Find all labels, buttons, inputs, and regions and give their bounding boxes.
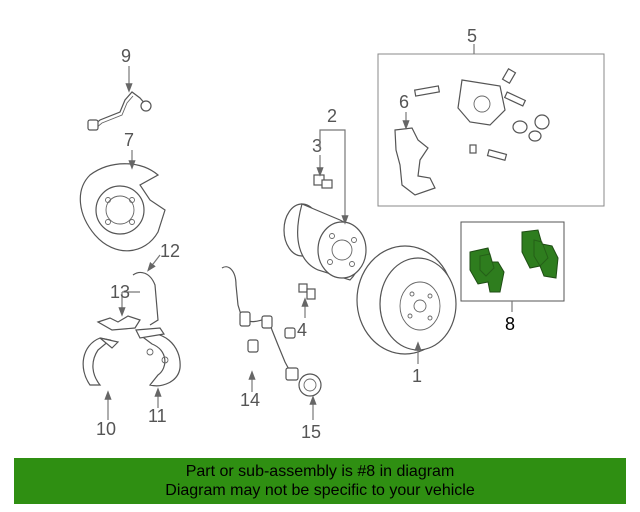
part-5-caliper[interactable] [413, 67, 550, 161]
part-8-brake-pads[interactable] [469, 229, 559, 293]
part-7-backing-plate[interactable] [79, 163, 166, 252]
callout-13: 13 [110, 282, 130, 302]
part-5-group-box [377, 53, 605, 207]
callout-14: 14 [240, 390, 260, 410]
part-15-ring[interactable] [298, 373, 322, 397]
callout-12: 12 [160, 241, 180, 261]
brake-parts-diagram: 9 7 12 13 10 11 [79, 26, 605, 442]
part-12-parking-brake-cable[interactable] [132, 271, 159, 326]
part-14-abs-sensor[interactable] [221, 266, 299, 381]
part-13-strut[interactable] [96, 315, 141, 331]
banner-line-2: Diagram may not be specific to your vehi… [165, 482, 475, 499]
callout-6: 6 [399, 92, 409, 112]
part-9-brake-hose[interactable] [87, 91, 152, 131]
callout-10: 10 [96, 419, 116, 439]
highlight-banner: Part or sub-assembly is #8 in diagram Di… [14, 458, 626, 504]
part-6-caliper-bracket[interactable] [394, 127, 436, 196]
callout-9: 9 [121, 46, 131, 66]
callout-4: 4 [297, 320, 307, 340]
callout-7: 7 [124, 130, 134, 150]
callout-2: 2 [327, 106, 337, 126]
part-2-hub-assembly[interactable] [283, 203, 367, 281]
part-11-brake-shoe-set[interactable] [135, 327, 181, 387]
callout-5: 5 [467, 26, 477, 46]
part-4-bolt[interactable] [298, 283, 316, 300]
part-1-brake-rotor[interactable] [356, 245, 457, 355]
banner-line-1: Part or sub-assembly is #8 in diagram [185, 463, 455, 480]
callout-15: 15 [301, 422, 321, 442]
callout-11: 11 [148, 406, 167, 426]
callout-1: 1 [412, 366, 422, 386]
callout-8: 8 [505, 314, 515, 334]
part-3-hub-bolt[interactable] [313, 174, 333, 189]
callout-3: 3 [312, 136, 322, 156]
part-10-brake-shoe[interactable] [82, 337, 120, 386]
